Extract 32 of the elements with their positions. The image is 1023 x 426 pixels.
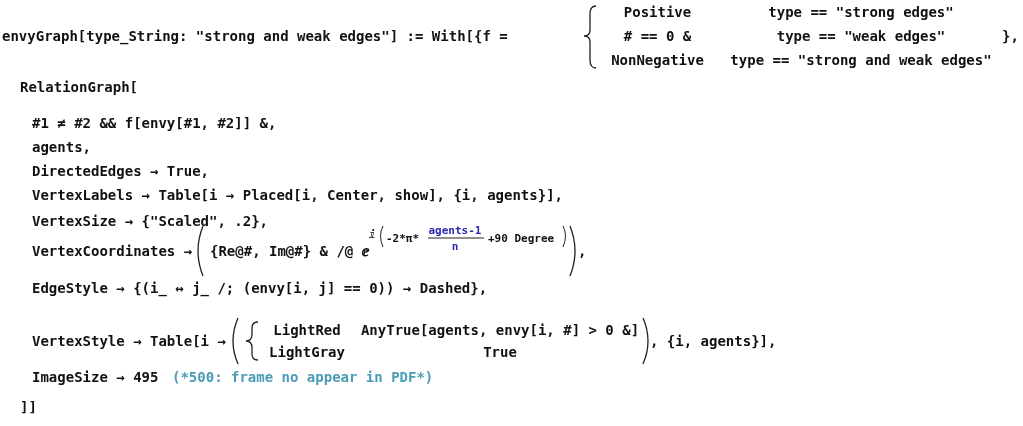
code-line: VertexSize → {"Scaled", .2}, <box>32 212 268 230</box>
code-line: VertexStyle → Table[i → <box>32 332 226 350</box>
code-line: LightGray <box>268 343 346 361</box>
code-line: }, <box>1002 27 1019 45</box>
code-line: DirectedEdges → True, <box>32 162 209 180</box>
code-line: type == "strong and weak edges" <box>729 51 993 69</box>
code-comment: (*500: frame no appear in PDF*) <box>172 368 434 386</box>
code-line: VertexCoordinates → <box>32 242 193 260</box>
code-line: True <box>482 343 518 361</box>
exponent-text: ⅈ <box>369 228 376 241</box>
code-line: VertexLabels → Table[i → Placed[i, Center, show], {i, agents}], <box>32 186 563 204</box>
code-line: envyGraph[type_String: "strong and weak edges"] := With[{f = <box>2 27 508 45</box>
exponent-text: +90 Degree <box>488 232 555 245</box>
code-line: Positive <box>622 3 693 21</box>
exponent-text: -2*π* <box>386 232 420 245</box>
code-line: EdgeStyle → {(i_ ↔ j_ /; (envy[i, j] == 0)) → Dashed}, <box>32 279 488 297</box>
code-line: NonNegative <box>610 51 705 69</box>
code-line: ImageSize → 495 <box>32 368 159 386</box>
code-line: type == "strong edges" <box>767 3 955 21</box>
code-line: type == "weak edges" <box>775 27 947 45</box>
code-line: #1 ≠ #2 && f[envy[#1, #2]] &, <box>32 114 277 132</box>
code-line: , <box>578 242 587 260</box>
fraction-numerator: agents-1 <box>427 224 483 237</box>
code-line: # == 0 & <box>622 27 693 45</box>
code-line: AnyTrue[agents, envy[i, #] > 0 &] <box>360 321 640 339</box>
code-line: RelationGraph[ <box>20 78 138 96</box>
code-line: {Re@#, Im@#} & /@ ⅇ <box>210 242 369 260</box>
code-line: , {i, agents}], <box>650 332 777 350</box>
fraction-denominator: n <box>450 240 460 253</box>
code-line: agents, <box>32 138 91 156</box>
code-line: LightRed <box>272 321 342 339</box>
code-line: ]] <box>20 398 37 416</box>
